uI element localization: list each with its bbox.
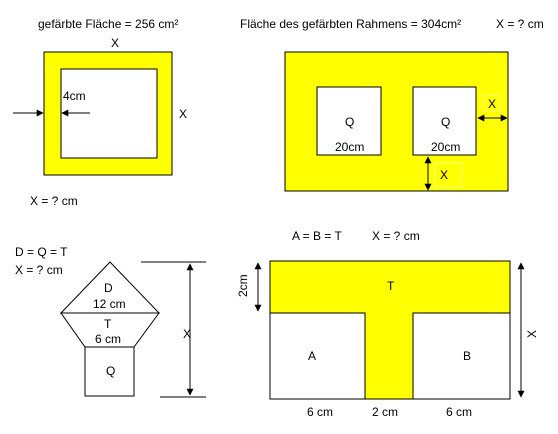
bottom-gap-label-box [434, 162, 463, 188]
problem-3-condition: D = Q = T [15, 245, 68, 259]
right-gap-label-box [483, 94, 501, 112]
problem-1-right-x-label: X [179, 107, 187, 121]
square-q-left-label: Q [345, 115, 354, 129]
problem-4-condition: A = B = T [292, 229, 342, 243]
square-q-left [316, 86, 382, 156]
square-q-right-size: 20cm [431, 140, 460, 154]
bottom-right-length: 6 cm [446, 405, 472, 419]
frame-width-label: 4cm [63, 89, 86, 103]
rectangle-b-label: B [463, 349, 471, 363]
bottom-mid-length: 2 cm [372, 405, 398, 419]
square-q-left-size: 20cm [335, 140, 364, 154]
right-gap-label: X [488, 97, 496, 111]
trapezoid-t-label: T [104, 317, 112, 331]
triangle-d-label: D [104, 281, 113, 295]
problem-3: D = Q = T X = ? cm D 12 cm T 6 cm Q X [15, 245, 206, 398]
bottom-left-length: 6 cm [307, 405, 333, 419]
problem-1: gefärbte Fläche = 256 cm² X X 4cm X = ? … [13, 17, 187, 208]
square-q-label: Q [106, 364, 115, 378]
trapezoid-t-base: 6 cm [95, 332, 121, 346]
total-height-label: X [525, 330, 539, 338]
problem-1-top-x-label: X [111, 36, 119, 50]
problem-2-title: Fläche des gefärbten Rahmens = 304cm² [240, 17, 461, 31]
problem-1-question: X = ? cm [30, 194, 78, 208]
bar-height-label: 2cm [236, 274, 250, 297]
square-q [84, 346, 135, 397]
height-x-label: X [183, 327, 191, 341]
rectangle-a [269, 312, 366, 400]
problem-4: A = B = T X = ? cm T A B 2cm X 6 cm 2 cm… [236, 229, 539, 419]
problem-3-question: X = ? cm [15, 263, 63, 277]
rectangle-b [412, 312, 511, 400]
problem-2-question: X = ? cm [496, 17, 544, 31]
rectangle-a-label: A [308, 349, 316, 363]
triangle-d-base: 12 cm [93, 297, 126, 311]
square-q-right-label: Q [441, 115, 450, 129]
problem-2: Fläche des gefärbten Rahmens = 304cm² X … [240, 17, 544, 192]
square-q-right [412, 86, 477, 156]
problem-4-question: X = ? cm [372, 229, 420, 243]
shape-t-label: T [387, 279, 395, 293]
problem-1-title: gefärbte Fläche = 256 cm² [38, 17, 178, 31]
bottom-gap-label: X [440, 168, 448, 182]
